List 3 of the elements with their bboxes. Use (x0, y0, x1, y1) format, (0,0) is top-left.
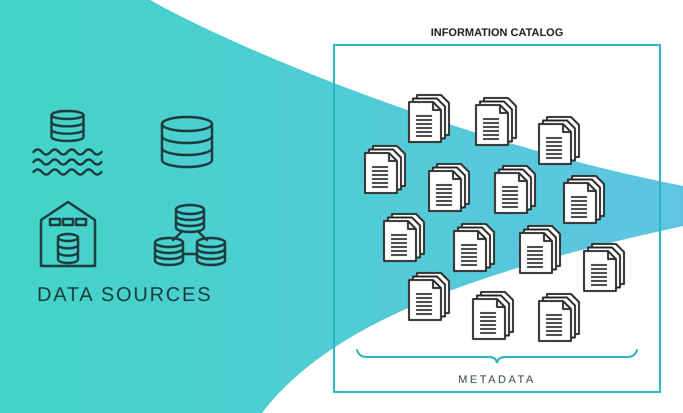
frame-title: INFORMATION CATALOG (430, 27, 564, 40)
brace-caption: METADATA (458, 374, 536, 387)
section-heading: DATA SOURCES (37, 284, 212, 306)
